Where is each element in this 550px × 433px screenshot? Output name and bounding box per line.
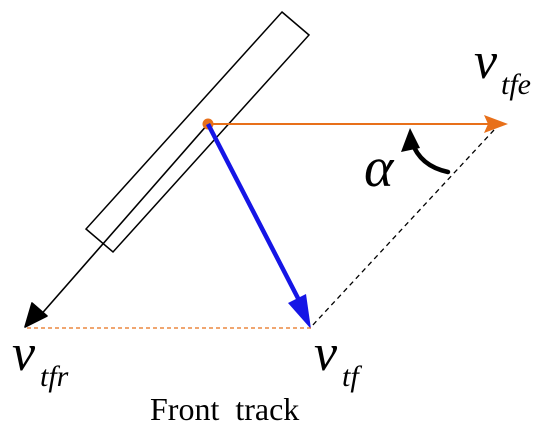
parallelogram-dashed-line [310, 129, 495, 328]
alpha-label: α [364, 137, 395, 199]
vtfe-label-main: v [474, 33, 498, 90]
vtfr-label-main: v [12, 325, 36, 382]
track-rectangle [84, 10, 311, 254]
alpha-arc-arrowhead [401, 128, 420, 152]
vtf-label-sub: tf [342, 360, 362, 393]
vtfe-arrowhead [484, 115, 508, 133]
vtfr-arrowhead [24, 302, 48, 328]
vtf-vector-line [206, 122, 304, 308]
vtfr-vector-line [37, 123, 209, 319]
vtf-label-main: v [314, 325, 338, 382]
vtf-arrowhead [288, 294, 311, 329]
vtfe-label-sub: tfe [501, 68, 531, 101]
vtfr-label-sub: tfr [40, 360, 69, 393]
caption-front-track: Front track [150, 391, 299, 427]
